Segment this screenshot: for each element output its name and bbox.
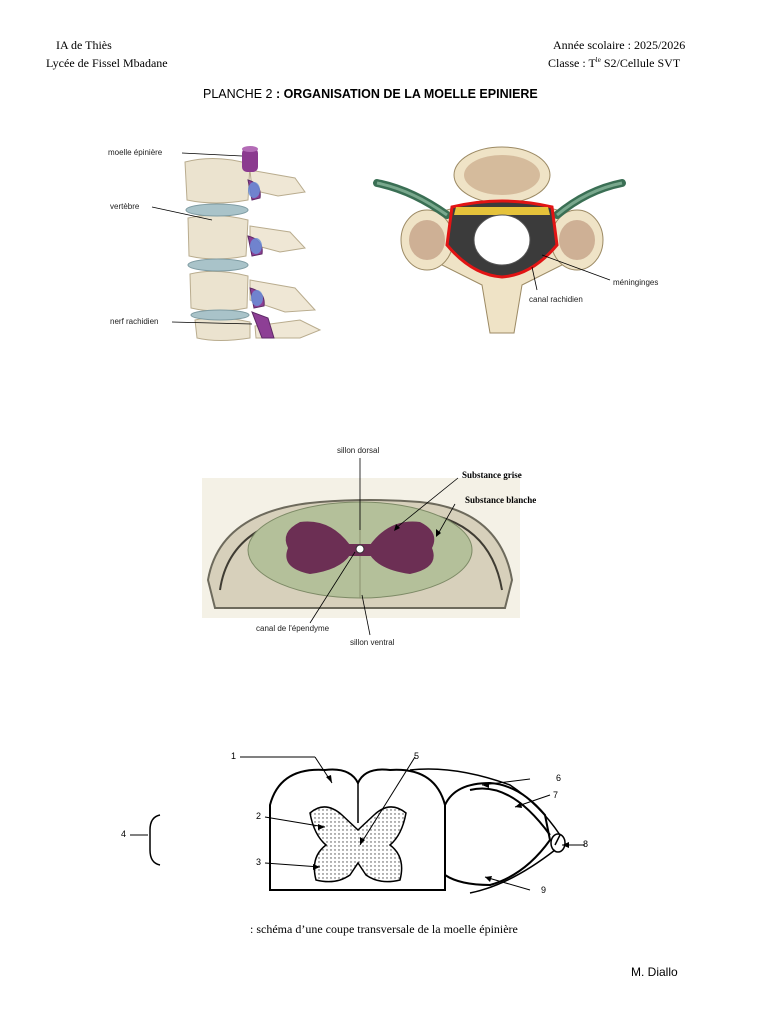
class-info: Classe : Tle S2/Cellule SVT <box>548 56 680 71</box>
label-sillon-ventral: sillon ventral <box>350 638 395 647</box>
school-name: Lycée de Fissel Mbadane <box>46 56 168 70</box>
spine-illustration <box>151 146 322 341</box>
schematic-label-7: 7 <box>553 790 559 800</box>
school-year: Année scolaire : 2025/2026 <box>553 38 686 52</box>
figure-vertebra-section: méninginges canal rachidien <box>372 145 672 345</box>
schematic-caption: : schéma d’une coupe transversale de la … <box>250 922 518 936</box>
author-name: M. Diallo <box>631 965 678 979</box>
page-title: PLANCHE 2 : ORGANISATION DE LA MOELLE EP… <box>203 87 538 101</box>
label-sillon-dorsal: sillon dorsal <box>337 446 380 455</box>
title-main: : ORGANISATION DE LA MOELLE EPINIERE <box>275 87 538 101</box>
schematic-label-2: 2 <box>256 811 262 821</box>
schematic-label-9: 9 <box>541 885 547 895</box>
schematic-label-6: 6 <box>556 773 562 783</box>
schematic-label-1: 1 <box>231 751 237 761</box>
school-authority: IA de Thiès <box>56 38 112 52</box>
figure-spine: moelle épinière vertèbre nerf rachidien <box>100 140 330 345</box>
figure-schematic: 1 2 3 4 5 6 7 8 9 <box>110 745 610 915</box>
schematic-label-3: 3 <box>256 857 262 867</box>
label-canal-rachidien: canal rachidien <box>529 295 583 304</box>
class-suffix: S2/Cellule SVT <box>600 56 681 70</box>
schematic-label-5: 5 <box>414 751 420 761</box>
class-prefix: Classe : T <box>548 56 596 70</box>
label-nerf-rachidien: nerf rachidien <box>110 317 159 326</box>
label-meninges: méninginges <box>613 278 659 287</box>
schematic-diagram <box>130 756 585 894</box>
schematic-label-4: 4 <box>121 829 127 839</box>
vertebra-illustration <box>373 146 626 334</box>
label-substance-blanche: Substance blanche <box>465 495 537 505</box>
label-vertebre: vertèbre <box>110 202 140 211</box>
label-moelle: moelle épinière <box>108 148 163 157</box>
label-canal-ependyme: canal de l'épendyme <box>256 624 330 633</box>
schematic-label-8: 8 <box>583 839 589 849</box>
class-sup: le <box>595 56 601 64</box>
cord-photo-illustration <box>202 458 520 636</box>
title-prefix: PLANCHE 2 <box>203 87 276 101</box>
figure-cord-section-photo: sillon dorsal Substance grise Substance … <box>200 440 560 655</box>
label-substance-grise: Substance grise <box>462 470 522 480</box>
